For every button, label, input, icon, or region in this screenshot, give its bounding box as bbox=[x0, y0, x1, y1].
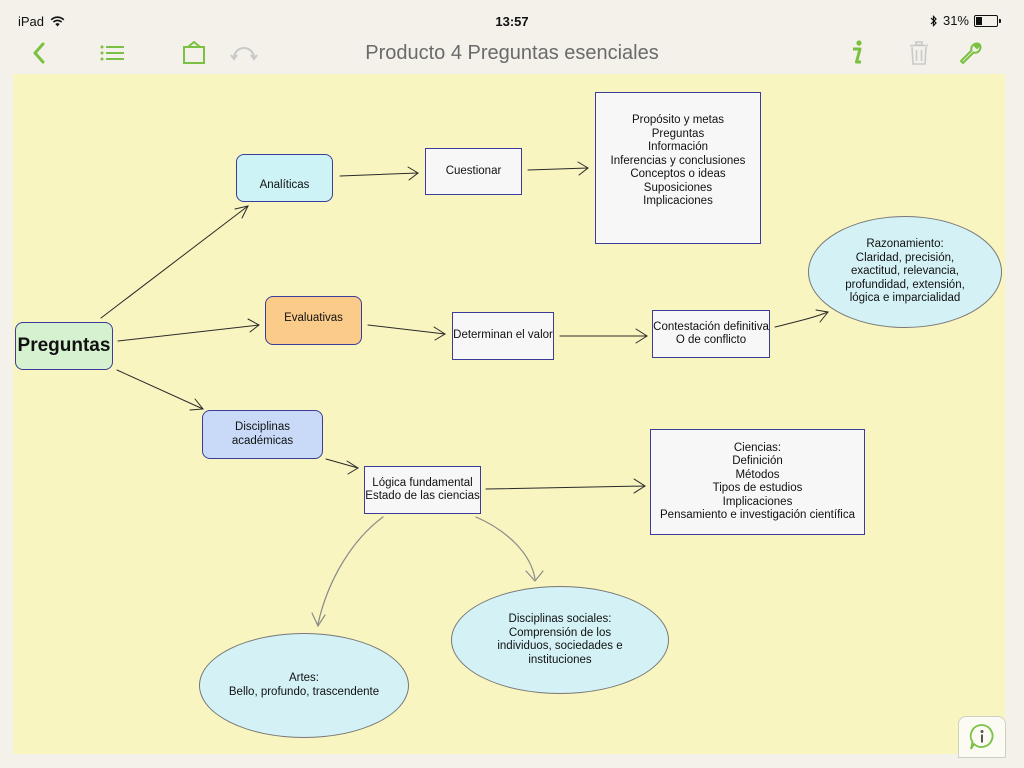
node-analiticas[interactable]: Analíticas bbox=[236, 154, 333, 202]
arrow-analiticas-cuestionar bbox=[339, 166, 419, 181]
connector-layer bbox=[100, 161, 829, 628]
arrow-logica-sociales bbox=[475, 516, 544, 582]
arrow-evaluativas-determinan bbox=[367, 324, 446, 341]
node-razonamiento[interactable]: Razonamiento: Claridad, precisión, exact… bbox=[808, 216, 1002, 328]
battery-percent: 31% bbox=[942, 13, 969, 28]
arrow-root-disciplinas bbox=[116, 369, 204, 411]
list-icon bbox=[100, 45, 124, 61]
status-bar: iPad 13:57 31% bbox=[0, 0, 1024, 40]
node-ciencias[interactable]: Ciencias: Definición Métodos Tipos de es… bbox=[650, 429, 865, 535]
delete-button[interactable] bbox=[902, 36, 936, 70]
arrow-logica-ciencias bbox=[485, 478, 646, 494]
toolbar: Producto 4 Preguntas esenciales bbox=[0, 32, 1024, 74]
undo-button[interactable] bbox=[227, 36, 261, 70]
node-cuestionar[interactable]: Cuestionar bbox=[425, 148, 522, 195]
node-evaluativas[interactable]: Evaluativas bbox=[265, 296, 362, 345]
status-right: 31% bbox=[930, 13, 1001, 28]
arrow-disciplinas-logica bbox=[325, 458, 359, 475]
box-icon bbox=[183, 41, 205, 64]
status-left: iPad bbox=[18, 14, 65, 29]
node-preguntas[interactable]: Preguntas bbox=[15, 322, 113, 370]
settings-button[interactable] bbox=[953, 36, 987, 70]
chevron-left-icon bbox=[33, 42, 45, 64]
bluetooth-icon bbox=[930, 14, 937, 27]
node-logica[interactable]: Lógica fundamental Estado de las ciencia… bbox=[364, 466, 481, 514]
add-node-button[interactable] bbox=[177, 36, 211, 70]
arrow-root-evaluativas bbox=[117, 318, 260, 342]
node-determinan[interactable]: Determinan el valor bbox=[452, 312, 554, 360]
clock: 13:57 bbox=[495, 14, 529, 29]
outline-button[interactable] bbox=[95, 36, 129, 70]
trash-icon bbox=[910, 41, 928, 65]
node-proposito[interactable]: Propósito y metas Preguntas Información … bbox=[595, 92, 761, 244]
info-button[interactable] bbox=[840, 36, 874, 70]
device-name: iPad bbox=[18, 14, 45, 29]
wrench-icon bbox=[960, 42, 982, 64]
mindmap-canvas[interactable]: Preguntas Analíticas Cuestionar Propósit… bbox=[13, 74, 1005, 754]
back-button[interactable] bbox=[22, 36, 56, 70]
wifi-icon bbox=[50, 16, 65, 27]
node-disciplinas[interactable]: Disciplinas académicas bbox=[202, 410, 323, 459]
node-sociales[interactable]: Disciplinas sociales: Comprensión de los… bbox=[451, 586, 669, 694]
arrow-cuestionar-proposito bbox=[527, 161, 589, 176]
undo-redo-icon bbox=[230, 47, 258, 61]
node-artes[interactable]: Artes: Bello, profundo, trascendente bbox=[199, 633, 409, 738]
document-title: Producto 4 Preguntas esenciales bbox=[365, 42, 659, 64]
arrow-root-analiticas bbox=[100, 205, 249, 319]
arrow-logica-artes bbox=[311, 516, 384, 628]
arrow-determinan-contestacion bbox=[559, 328, 648, 344]
node-contestacion[interactable]: Contestación definitiva O de conflicto bbox=[652, 310, 770, 358]
info-bubble-button[interactable] bbox=[958, 716, 1006, 758]
info-bubble-icon bbox=[969, 724, 994, 750]
arrow-contestacion-razonamiento bbox=[774, 309, 829, 328]
battery-icon bbox=[974, 14, 1001, 27]
info-icon bbox=[853, 40, 862, 64]
